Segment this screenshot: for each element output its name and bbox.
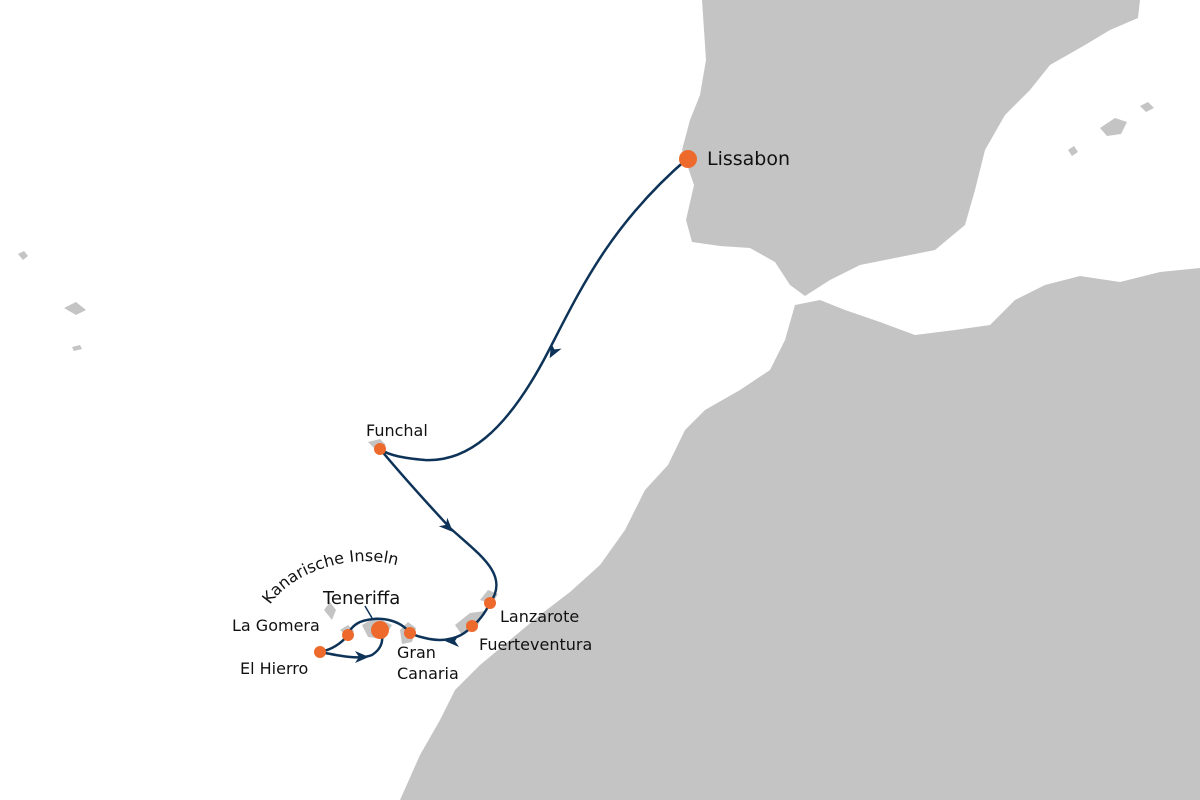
arrow-icon (549, 343, 562, 359)
africa (400, 268, 1200, 800)
route-lissabon-funchal (379, 157, 689, 462)
route-lanzarote-grancanaria (409, 602, 492, 642)
arrow-icon (445, 635, 459, 647)
azores (18, 251, 86, 351)
canary-islands (324, 590, 498, 644)
iberia (682, 0, 1140, 296)
port-label-gran-canaria-2: Canaria (397, 664, 459, 683)
port-label-funchal: Funchal (366, 421, 428, 440)
port-marker-fuerteventura[interactable] (466, 620, 478, 632)
port-label-gran-canaria-1: Gran (397, 643, 436, 662)
route-arrows (355, 343, 562, 663)
port-marker-lanzarote[interactable] (484, 597, 496, 609)
port-label-lanzarote: Lanzarote (500, 607, 579, 626)
port-marker-funchal[interactable] (374, 443, 386, 455)
port-label-lissabon: Lissabon (707, 148, 790, 170)
port-label-el-hierro: El Hierro (240, 659, 308, 678)
port-label-la-gomera: La Gomera (232, 616, 320, 635)
port-label-fuerteventura: Fuerteventura (479, 635, 592, 654)
route-funchal-lanzarote (379, 448, 498, 604)
land (18, 0, 1200, 800)
port-markers (314, 150, 697, 658)
arrow-icon (355, 651, 369, 663)
route-canaries-loop (319, 617, 411, 659)
port-marker-gran-canaria[interactable] (404, 627, 416, 639)
arrow-icon (438, 517, 453, 532)
port-marker-teneriffa[interactable] (371, 621, 389, 639)
port-marker-lissabon[interactable] (679, 150, 697, 168)
balearic-islands (1068, 102, 1154, 156)
port-marker-el-hierro[interactable] (314, 646, 326, 658)
port-marker-la-gomera[interactable] (342, 629, 354, 641)
teneriffa-leader (364, 605, 373, 619)
port-label-teneriffa: Teneriffa (322, 588, 400, 609)
